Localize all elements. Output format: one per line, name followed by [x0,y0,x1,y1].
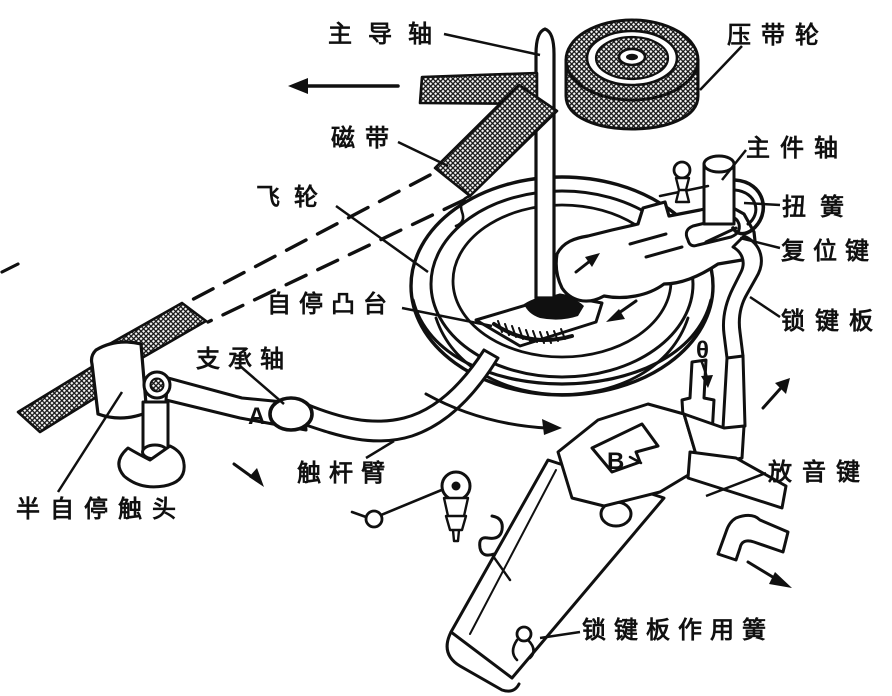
lock-key-plate-lower-strap [721,354,747,430]
leader-lock-key-plate [749,295,781,319]
label-point-b: B [607,448,624,475]
label-tape: 磁带 [331,124,399,152]
label-point-a: A [248,403,265,430]
b-tick [628,455,643,465]
rod-ball-end [364,509,384,529]
touch-rod-arm-assembly [268,348,500,443]
spring-anchor-tail [511,638,535,662]
play-key-plate [556,402,702,508]
tape-front-run [433,83,559,228]
tape-break-squiggle [454,194,472,228]
direction-arrows [232,78,792,588]
leader-lines [56,32,781,640]
arm-motion-arrow [232,462,254,479]
slider-bar-bend-line [469,469,557,635]
support-shaft-hole [268,396,314,432]
boss-knurl-teeth [497,320,566,344]
leader-pinch-roller [699,45,743,91]
s-hook [478,514,504,557]
capstan-shaft [534,27,556,300]
reset-plate-arrow [574,259,592,274]
roller-hub-hole [626,53,638,61]
label-main-part-shaft: 主件轴 [746,134,848,162]
label-support-shaft: 支承轴 [196,345,292,373]
flywheel-rim-bottom [411,298,713,386]
label-pinch-roller: 压带轮 [727,21,829,49]
label-torsion-spring: 扭簧 [782,193,858,221]
label-lock-plate-spring: 锁键板作用簧 [582,616,774,644]
touch-rod-arm [301,348,500,443]
stop-pin [672,160,692,180]
flywheel-rim-inner-bottom [434,316,690,396]
leader-touch-rod-arm [365,439,395,460]
tape-hidden-edge-dashed [0,262,20,274]
slider-bar-foot [445,630,521,693]
leader-capstan [443,32,541,57]
leader-torsion-spring [743,201,781,207]
labels: 主导轴 压带轮 磁带 飞轮 自停凸台 支承轴 触杆臂 半自停触头 主件轴 扭簧 … [16,20,883,644]
leader-reset-key [739,236,781,250]
screw-slot [451,481,461,491]
key-plate-assembly [445,154,790,693]
reset-plate-surface-marks [628,232,684,259]
adjuster-cluster [350,470,512,582]
stop-pin-washers [674,176,691,204]
leader-lock-plate-spring [539,630,581,640]
plate-motion-arrow-up [761,387,782,410]
leader-theta-arrowhead [701,375,713,388]
label-auto-stop-boss: 自停凸台 [267,290,395,318]
head-pivot-screw [149,377,165,393]
spring-anchor-hook [515,625,533,643]
boss-shading [524,295,584,320]
pinch-roller [564,18,700,131]
thin-rod [379,487,446,517]
leader-flywheel [335,204,429,274]
label-flywheel: 飞轮 [256,183,332,211]
torsion-spring-tail [704,226,738,244]
screw-body [442,496,470,543]
fork-end [716,513,790,562]
leader-semi-auto-stop [56,391,124,493]
hook-link-line [491,554,512,582]
label-theta: θ [696,337,709,364]
torsion-spring-outer-loop [731,178,766,236]
auto-stop-boss [474,293,604,348]
tape-hidden-edge-dashed [182,173,432,306]
leader-tape [397,140,449,168]
label-reset-key: 复位键 [780,237,877,265]
play-key-right-bar [686,450,788,510]
label-semi-auto-stop-contact: 半自停触头 [16,495,186,523]
label-play-key: 放音键 [767,458,870,486]
flywheel-rotation-arrow [424,392,548,430]
leader-main-part-shaft [721,149,747,181]
label-touch-rod-arm: 触杆臂 [297,459,393,487]
leader-play-key [705,471,767,498]
label-capstan: 主导轴 [328,20,448,48]
leader-support-shaft [239,365,285,405]
tape-hidden-edge-dashed [206,198,466,324]
head-plate [89,340,148,420]
head-foot [117,444,186,489]
leader-auto-stop-boss [401,306,493,328]
plate-motion-arrow-down [746,560,778,581]
label-lock-key-plate: 锁键板 [781,307,883,335]
